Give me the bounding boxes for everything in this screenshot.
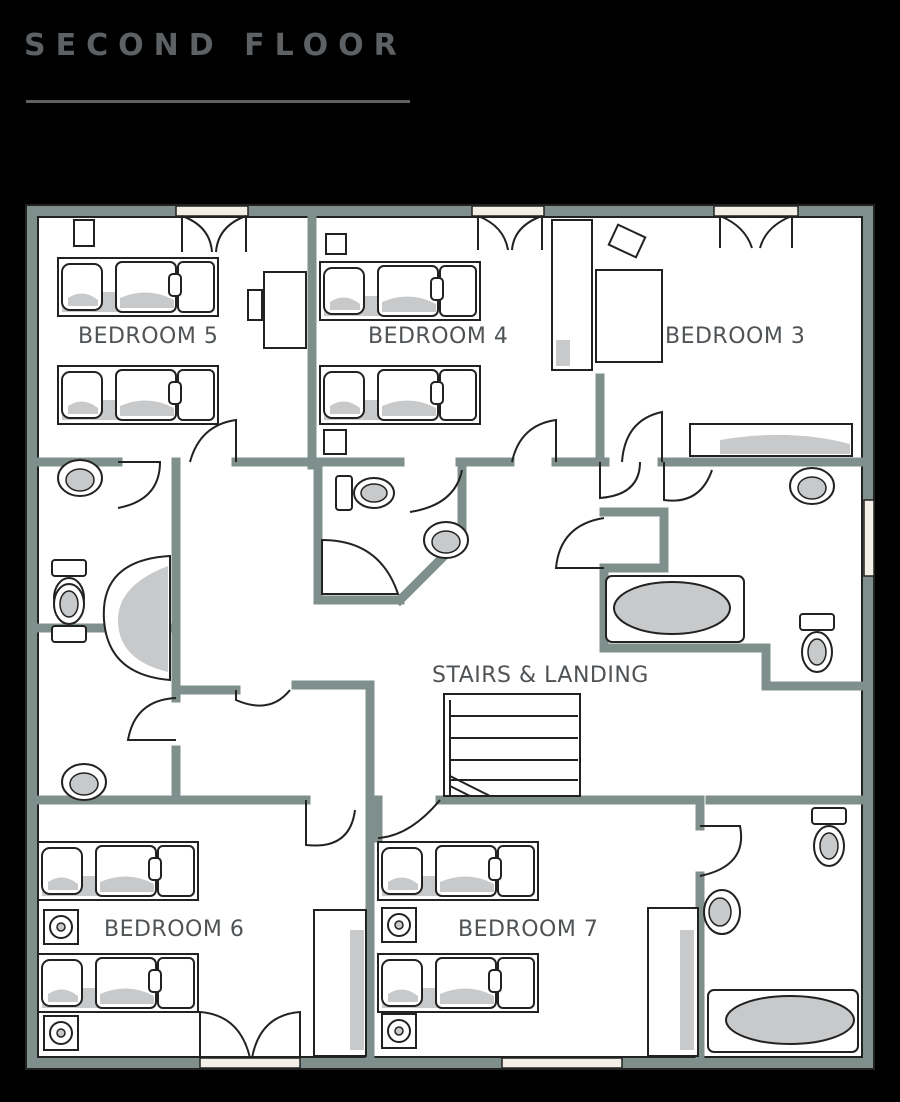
room-label-bedroom-5: BEDROOM 5: [78, 324, 218, 349]
interior-walls: [35, 211, 867, 1063]
bedroom-4-furniture: [319, 219, 593, 455]
outer-wall: [26, 205, 874, 1069]
door-swings: [117, 215, 793, 1059]
bathroom-fixtures: [51, 459, 859, 1053]
bedroom-6-furniture: [37, 841, 367, 1057]
room-label-bedroom-7: BEDROOM 7: [458, 917, 598, 942]
bedroom-3-furniture: [595, 223, 853, 457]
title-underline: [26, 100, 410, 103]
windows: [175, 205, 875, 1069]
room-label-stairs-landing: STAIRS & LANDING: [432, 663, 649, 688]
room-label-bedroom-4: BEDROOM 4: [368, 324, 508, 349]
bedroom-5-furniture: [57, 219, 307, 425]
bedroom-7-furniture: [377, 841, 699, 1057]
room-label-bedroom-3: BEDROOM 3: [665, 324, 805, 349]
room-label-bedroom-6: BEDROOM 6: [104, 917, 244, 942]
staircase: [443, 693, 581, 797]
page-title: SECOND FLOOR: [24, 28, 407, 63]
